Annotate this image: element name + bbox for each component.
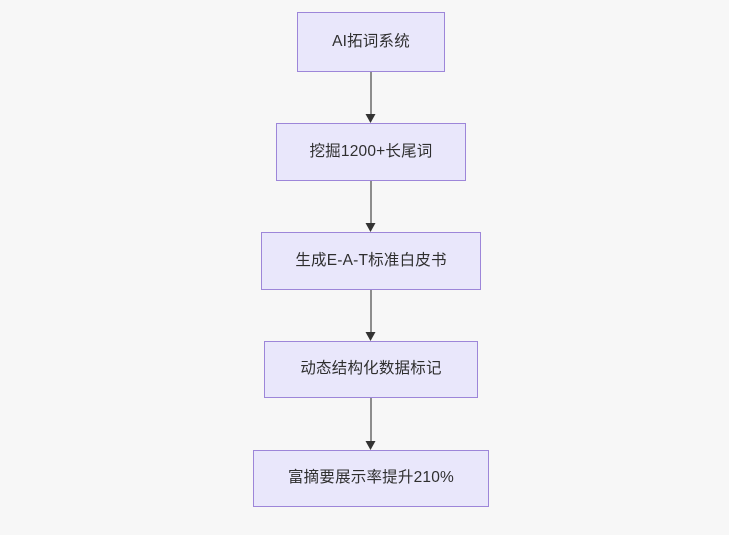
flow-node-label: 动态结构化数据标记 bbox=[300, 360, 442, 378]
flow-node-label: 生成E-A-T标准白皮书 bbox=[295, 251, 447, 269]
edge-line bbox=[370, 290, 372, 332]
edge-line bbox=[370, 72, 372, 114]
flow-node-dynamic-structured-data-markup[interactable]: 动态结构化数据标记 bbox=[264, 341, 478, 398]
arrowhead-icon bbox=[365, 223, 376, 232]
flow-node-label: 富摘要展示率提升210% bbox=[287, 469, 455, 487]
flow-node-ai-keyword-system[interactable]: AI拓词系统 bbox=[297, 12, 445, 72]
flow-node-label: AI拓词系统 bbox=[332, 32, 410, 50]
flow-node-mine-longtail-keywords[interactable]: 挖掘1200+长尾词 bbox=[276, 123, 466, 181]
flow-node-rich-snippet-impression-lift[interactable]: 富摘要展示率提升210% bbox=[253, 450, 489, 507]
arrowhead-icon bbox=[365, 441, 376, 450]
arrowhead-icon bbox=[365, 332, 376, 341]
edge-line bbox=[370, 398, 372, 441]
edge-line bbox=[370, 181, 372, 223]
flow-node-generate-eat-whitepaper[interactable]: 生成E-A-T标准白皮书 bbox=[261, 232, 481, 290]
arrowhead-icon bbox=[365, 114, 376, 123]
flow-node-label: 挖掘1200+长尾词 bbox=[309, 142, 433, 160]
